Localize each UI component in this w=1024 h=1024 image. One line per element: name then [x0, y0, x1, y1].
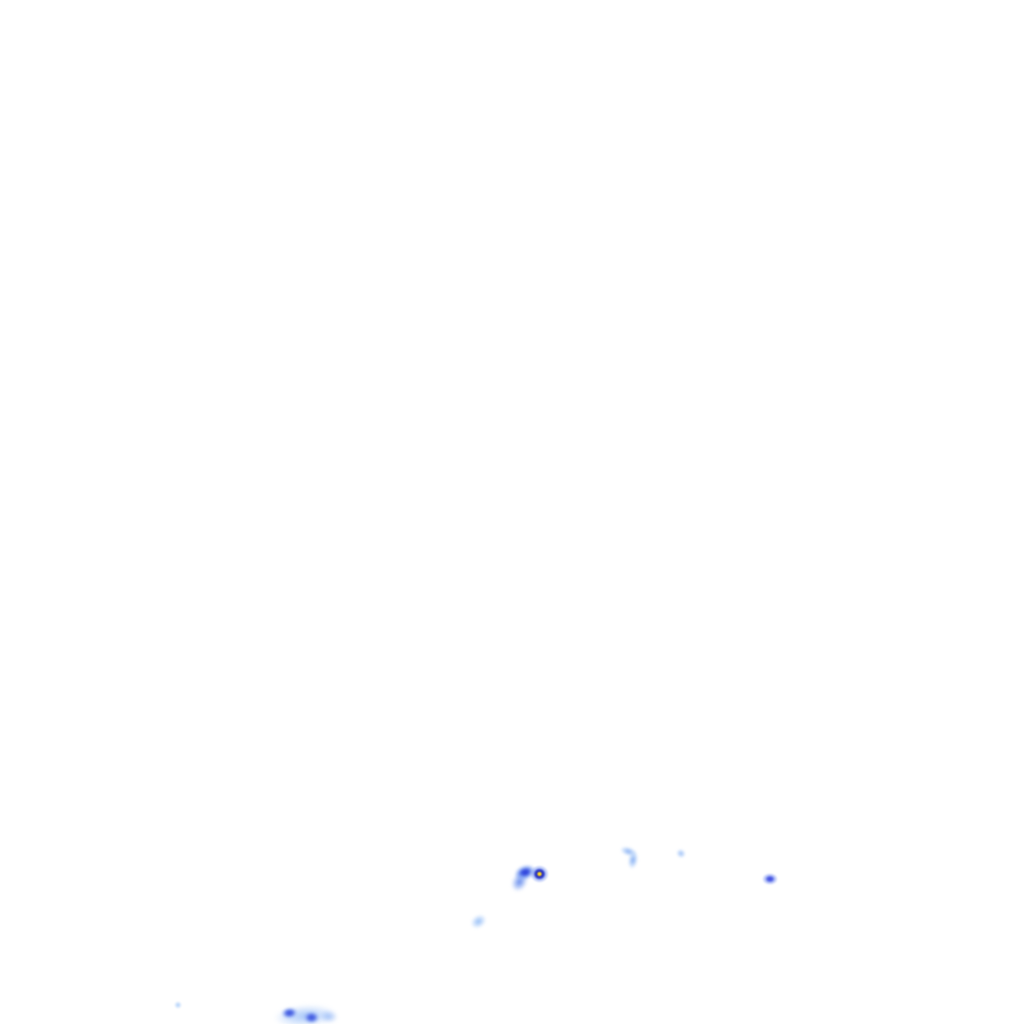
- coastal-cluster-haze: [273, 1002, 337, 1024]
- faint-dot-west: [174, 1001, 182, 1009]
- light-rain-smudge-southwest: [467, 911, 490, 932]
- storm-max-intensity-ring: [530, 865, 549, 883]
- storm-core-swoosh-tail: [508, 869, 531, 895]
- coastal-cluster-core-west: [280, 1006, 299, 1020]
- light-rain-check-diagonal: [619, 844, 638, 859]
- light-rain-check-drop: [626, 850, 640, 870]
- light-rain-speck-mid: [674, 846, 688, 861]
- storm-core-swoosh-head: [512, 861, 538, 884]
- moderate-cell-oval: [762, 873, 778, 885]
- coastal-cluster-core-east: [303, 1011, 320, 1024]
- coastal-cluster-tail-east: [318, 1009, 339, 1024]
